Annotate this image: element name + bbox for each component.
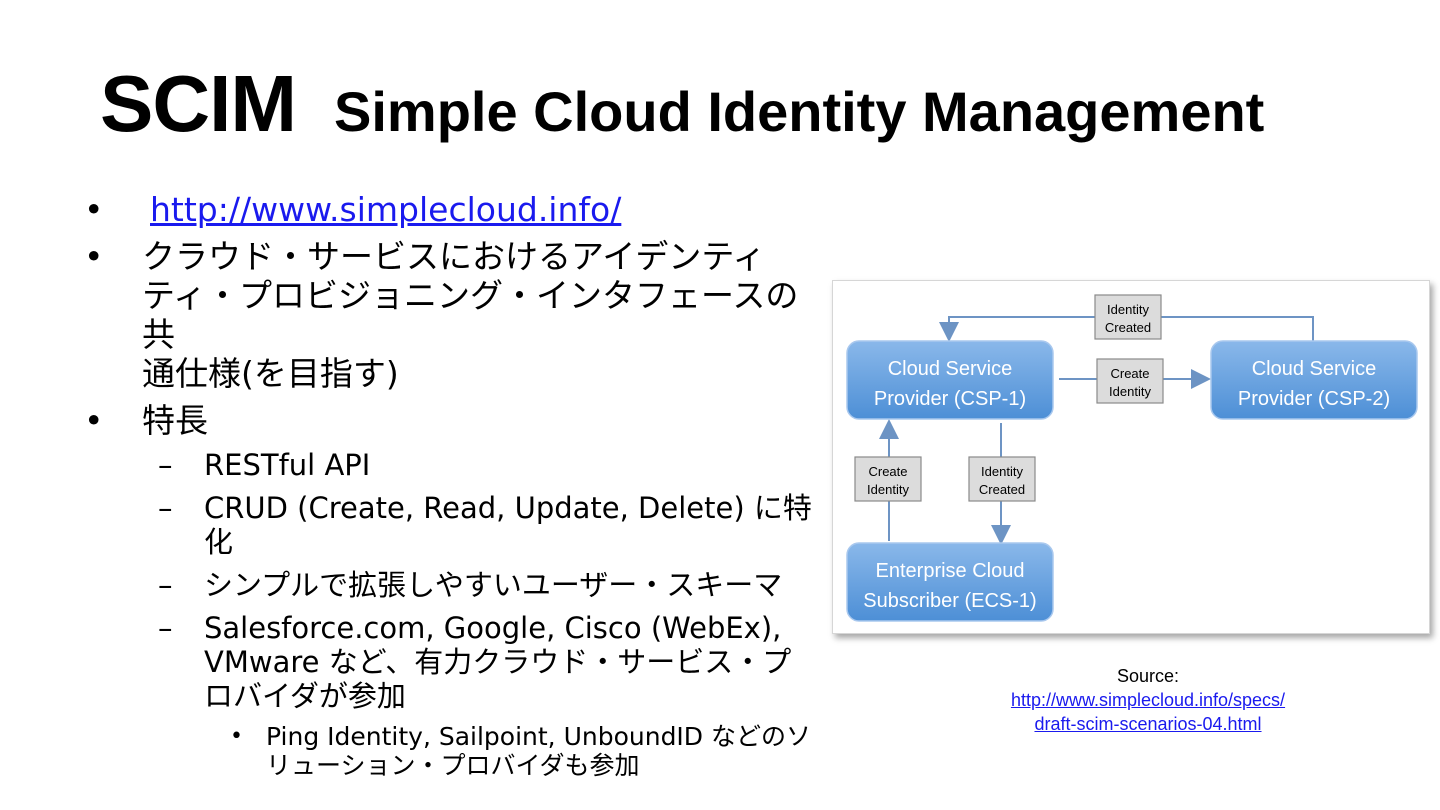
dash-marker: – bbox=[158, 611, 173, 645]
box-csp2: Cloud Service Provider (CSP-2) bbox=[1210, 340, 1418, 420]
sub-bullet-item: – RESTful API bbox=[80, 448, 820, 482]
source-link-line2[interactable]: draft-scim-scenarios-04.html bbox=[1034, 714, 1262, 734]
csp2-line1: Cloud Service bbox=[1252, 358, 1377, 380]
sub-bullet-item: – Salesforce.com, Google, Cisco (WebEx),… bbox=[80, 611, 820, 713]
sub-bullet-text: Salesforce.com, Google, Cisco (WebEx), V… bbox=[204, 611, 792, 713]
bullet-text-line: ティ・プロビジョニング・インタフェースの共 bbox=[142, 276, 799, 354]
box-csp1: Cloud Service Provider (CSP-1) bbox=[846, 340, 1054, 420]
label-identity-created-right: Identity Created bbox=[968, 456, 1036, 502]
scim-diagram: Cloud Service Provider (CSP-1) Cloud Ser… bbox=[832, 280, 1430, 634]
bullet-marker: • bbox=[84, 190, 104, 229]
title-main: SCIM bbox=[100, 59, 297, 148]
sub-sub-bullet-item: • Ping Identity, Sailpoint, UnboundID など… bbox=[80, 722, 820, 780]
bullet-marker: • bbox=[230, 724, 243, 749]
label-top-line2: Created bbox=[1105, 320, 1151, 335]
slide-title: SCIM Simple Cloud Identity Management bbox=[100, 58, 1264, 150]
label-right-line2: Created bbox=[979, 482, 1025, 497]
diagram-svg: Cloud Service Provider (CSP-1) Cloud Ser… bbox=[846, 294, 1418, 622]
label-right-line1: Identity bbox=[981, 464, 1023, 479]
dash-marker: – bbox=[158, 491, 173, 525]
bullet-item: • クラウド・サービスにおけるアイデンティ ティ・プロビジョニング・インタフェー… bbox=[80, 237, 820, 393]
source-caption: Source: http://www.simplecloud.info/spec… bbox=[980, 664, 1316, 736]
sub-sub-bullet-text: Ping Identity, Sailpoint, UnboundID などのソ… bbox=[266, 722, 812, 780]
dash-marker: – bbox=[158, 568, 173, 602]
csp1-line1: Cloud Service bbox=[888, 358, 1013, 380]
label-create-identity-mid: Create Identity bbox=[1096, 358, 1164, 404]
label-mid-line2: Identity bbox=[1109, 384, 1151, 399]
csp1-line2: Provider (CSP-1) bbox=[874, 388, 1026, 410]
sub-bullet-text: CRUD (Create, Read, Update, Delete) に特化 bbox=[204, 491, 812, 559]
dash-marker: – bbox=[158, 448, 173, 482]
ecs-line1: Enterprise Cloud bbox=[876, 560, 1025, 582]
label-top-line1: Identity bbox=[1107, 302, 1149, 317]
ecs-line2: Subscriber (ECS-1) bbox=[863, 590, 1036, 612]
bullet-marker: • bbox=[84, 237, 104, 276]
bullet-list: • http://www.simplecloud.info/ • クラウド・サー… bbox=[80, 190, 820, 780]
label-identity-created-top: Identity Created bbox=[1094, 294, 1162, 340]
simplecloud-link[interactable]: http://www.simplecloud.info/ bbox=[150, 190, 622, 229]
bullet-item: • http://www.simplecloud.info/ bbox=[80, 190, 820, 229]
source-label: Source: bbox=[1116, 666, 1180, 686]
title-subtitle: Simple Cloud Identity Management bbox=[334, 80, 1265, 143]
label-create-identity-left: Create Identity bbox=[854, 456, 922, 502]
bullet-text-line: クラウド・サービスにおけるアイデンティ bbox=[142, 237, 766, 276]
bullet-text: 特長 bbox=[142, 401, 208, 440]
source-link-line1[interactable]: http://www.simplecloud.info/specs/ bbox=[1010, 690, 1286, 710]
label-left-line2: Identity bbox=[867, 482, 909, 497]
csp2-line2: Provider (CSP-2) bbox=[1238, 388, 1390, 410]
sub-bullet-text: シンプルで拡張しやすいユーザー・スキーマ bbox=[204, 568, 783, 602]
sub-bullet-text: RESTful API bbox=[204, 448, 371, 482]
sub-bullet-item: – CRUD (Create, Read, Update, Delete) に特… bbox=[80, 491, 820, 559]
bullet-marker: • bbox=[84, 401, 104, 440]
label-left-line1: Create bbox=[868, 464, 907, 479]
sub-bullet-item: – シンプルで拡張しやすいユーザー・スキーマ bbox=[80, 568, 820, 602]
label-mid-line1: Create bbox=[1110, 366, 1149, 381]
bullet-item: • 特長 bbox=[80, 401, 820, 440]
bullet-text-line: 通仕様(を目指す) bbox=[142, 354, 399, 393]
box-ecs: Enterprise Cloud Subscriber (ECS-1) bbox=[846, 542, 1054, 622]
